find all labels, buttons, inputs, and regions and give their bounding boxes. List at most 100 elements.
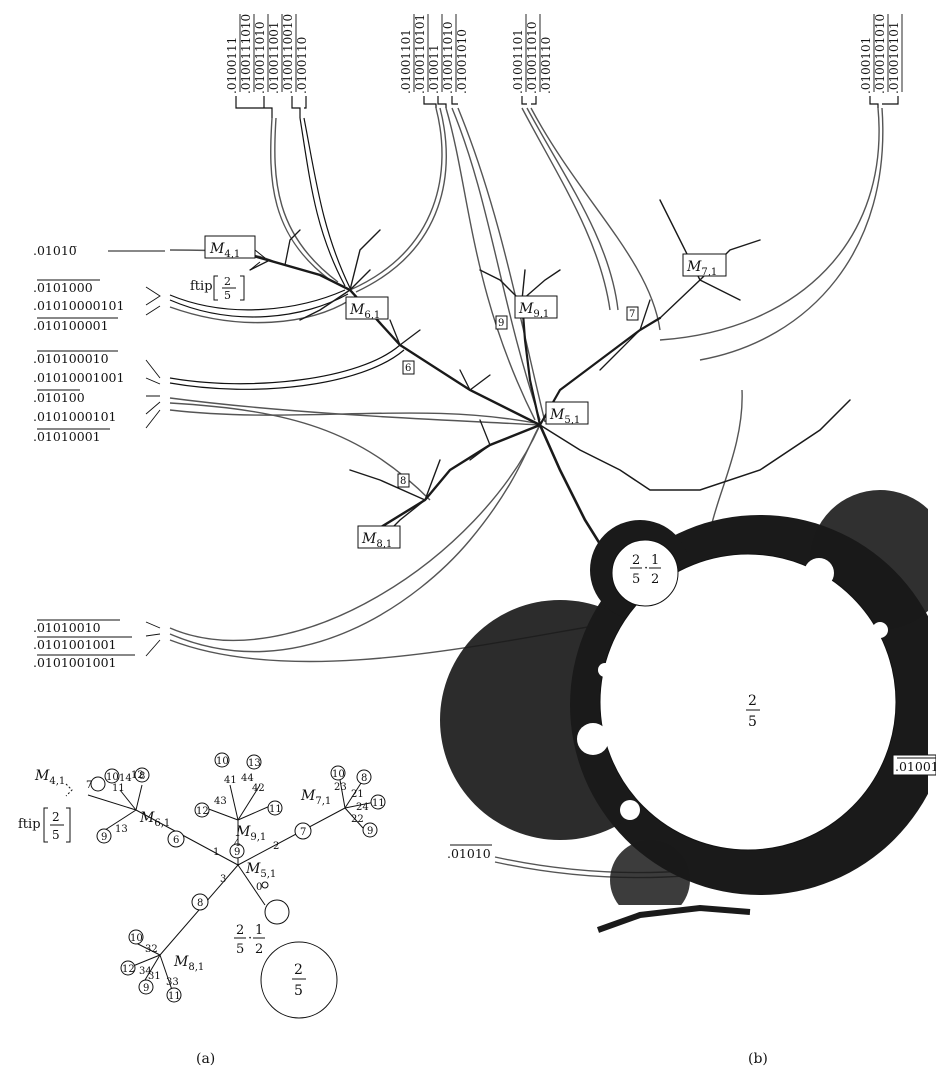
angle-left-9: .01010010 xyxy=(33,620,101,635)
svg-text:34: 34 xyxy=(139,966,152,977)
tree-half-den: 2 xyxy=(255,942,263,957)
svg-text:41: 41 xyxy=(224,775,237,786)
b-small-bulb-num: 2 xyxy=(632,553,640,568)
angle-right: .01001 xyxy=(895,759,936,774)
svg-text:9: 9 xyxy=(234,847,240,858)
angle-top-0: .0100111 xyxy=(225,37,239,94)
box-6: 6 xyxy=(405,363,411,374)
svg-text:11: 11 xyxy=(112,783,125,794)
boxed-labels: M4,1 ftip 2 5 M6,1 M7,1 M9,1 M5,1 M8,1 6… xyxy=(190,235,727,550)
angle-top-4: .0100110010 xyxy=(281,14,295,94)
angle-top-6: .01001101 xyxy=(399,29,413,94)
angle-top-10: .01001010 xyxy=(455,29,469,94)
tree-m51: M5,1 xyxy=(245,861,276,880)
label-m91: M9,1 xyxy=(518,301,549,320)
tree-ftip-num: 2 xyxy=(52,810,60,824)
main-bulb-2-5 xyxy=(599,553,897,851)
box-8: 8 xyxy=(400,476,406,487)
b-small-bulb-den: 5 xyxy=(632,572,640,587)
svg-text:44: 44 xyxy=(241,773,254,784)
svg-text:2: 2 xyxy=(273,841,279,852)
left-angle-labels: .01010̅ .0101000 .01010000101 .010100001… xyxy=(33,243,165,670)
b-half-num: 1 xyxy=(651,553,659,568)
svg-text:31: 31 xyxy=(148,971,161,982)
svg-text:11: 11 xyxy=(372,798,385,809)
angle-left-3: .010100001 xyxy=(33,318,109,333)
ftip-den: 5 xyxy=(224,289,231,302)
svg-text:10: 10 xyxy=(216,756,229,767)
top-angle-labels: .0100111 .0100111010 .010011010 .0100110… xyxy=(225,14,903,118)
svg-text:4: 4 xyxy=(234,838,240,849)
tree-small-num: 2 xyxy=(236,923,244,938)
tree-m91: M9,1 xyxy=(235,824,266,843)
svg-text:10: 10 xyxy=(332,769,345,780)
edge-angle-labels: .01010 .01001 xyxy=(447,754,936,861)
svg-text:11: 11 xyxy=(168,991,181,1002)
svg-text:24: 24 xyxy=(356,802,369,813)
b-main-bulb-num: 2 xyxy=(748,693,757,709)
label-m81: M8,1 xyxy=(361,531,392,550)
label-ftip: ftip xyxy=(190,279,213,294)
tree-small-den: 5 xyxy=(236,942,244,957)
svg-text:12: 12 xyxy=(196,806,209,817)
angle-top-3: .010011001 xyxy=(267,21,281,94)
svg-text:23: 23 xyxy=(334,782,347,793)
svg-text:8: 8 xyxy=(139,771,145,782)
angle-top-1: .0100111010 xyxy=(239,14,253,94)
svg-text:7: 7 xyxy=(86,780,92,791)
label-m71: M7,1 xyxy=(686,259,717,278)
svg-text:14: 14 xyxy=(119,773,132,784)
angle-left-8: .01010001 xyxy=(33,429,101,444)
tree-main-num: 2 xyxy=(294,962,303,978)
box-7: 7 xyxy=(629,309,635,320)
ftip-num: 2 xyxy=(224,275,231,288)
svg-text:9: 9 xyxy=(367,826,373,837)
bulb-labels-b: 2 5 · 1 2 2 5 xyxy=(630,553,760,730)
angle-left-5: .01010001001 xyxy=(33,370,124,385)
angle-top-14: .0100101 xyxy=(859,37,873,94)
angle-left-0: .01010̅ xyxy=(33,243,77,258)
svg-text:0: 0 xyxy=(256,882,262,893)
tree-ftip: ftip xyxy=(18,817,41,832)
main-bulb-region xyxy=(440,440,936,940)
svg-text:8: 8 xyxy=(361,773,367,784)
svg-text:9: 9 xyxy=(101,832,107,843)
angle-top-9: .010011010 xyxy=(441,21,455,94)
svg-text:·: · xyxy=(644,561,648,576)
angle-top-2: .010011010 xyxy=(253,21,267,94)
angle-top-12: .010011010 xyxy=(525,21,539,94)
angle-bottom: .01010 xyxy=(447,846,491,861)
angle-left-6: .010100 xyxy=(33,390,85,405)
tree-m71: M7,1 xyxy=(300,788,331,807)
svg-text:21: 21 xyxy=(351,789,364,800)
angle-top-13: .0100110 xyxy=(539,37,553,94)
angle-top-5: .0100110 xyxy=(295,37,309,94)
tree-diagram: 7 10 8 9 6 12 10 13 11 9 7 10 8 11 9 8 1… xyxy=(18,752,386,1019)
tree-m81: M8,1 xyxy=(173,954,204,973)
svg-text:10: 10 xyxy=(106,772,119,783)
angle-left-7: .0101000101 xyxy=(33,409,117,424)
angle-left-11: .0101001001 xyxy=(33,655,117,670)
tree-m61: M6,1 xyxy=(139,810,170,829)
angle-top-8: .010011 xyxy=(427,44,441,94)
svg-text:1: 1 xyxy=(213,847,219,858)
tree-main-den: 5 xyxy=(294,983,303,999)
svg-text:12: 12 xyxy=(131,770,144,781)
angle-top-15: .0100101010 xyxy=(873,14,887,94)
svg-text:43: 43 xyxy=(214,796,227,807)
caption-b: (b) xyxy=(748,1051,768,1067)
svg-text:13: 13 xyxy=(248,758,261,769)
svg-text:33: 33 xyxy=(166,977,179,988)
angle-left-4: .010100010 xyxy=(33,351,109,366)
angle-top-11: .01001101 xyxy=(511,29,525,94)
svg-text:·: · xyxy=(248,931,252,946)
b-half-den: 2 xyxy=(651,572,659,587)
b-main-bulb-den: 5 xyxy=(748,714,757,730)
angle-left-2: .01010000101 xyxy=(33,298,124,313)
svg-text:12: 12 xyxy=(122,964,135,975)
svg-text:22: 22 xyxy=(351,814,364,825)
box-9: 9 xyxy=(498,318,504,329)
angle-left-1: .0101000 xyxy=(33,280,93,295)
angle-top-16: .010010101 xyxy=(887,21,901,94)
